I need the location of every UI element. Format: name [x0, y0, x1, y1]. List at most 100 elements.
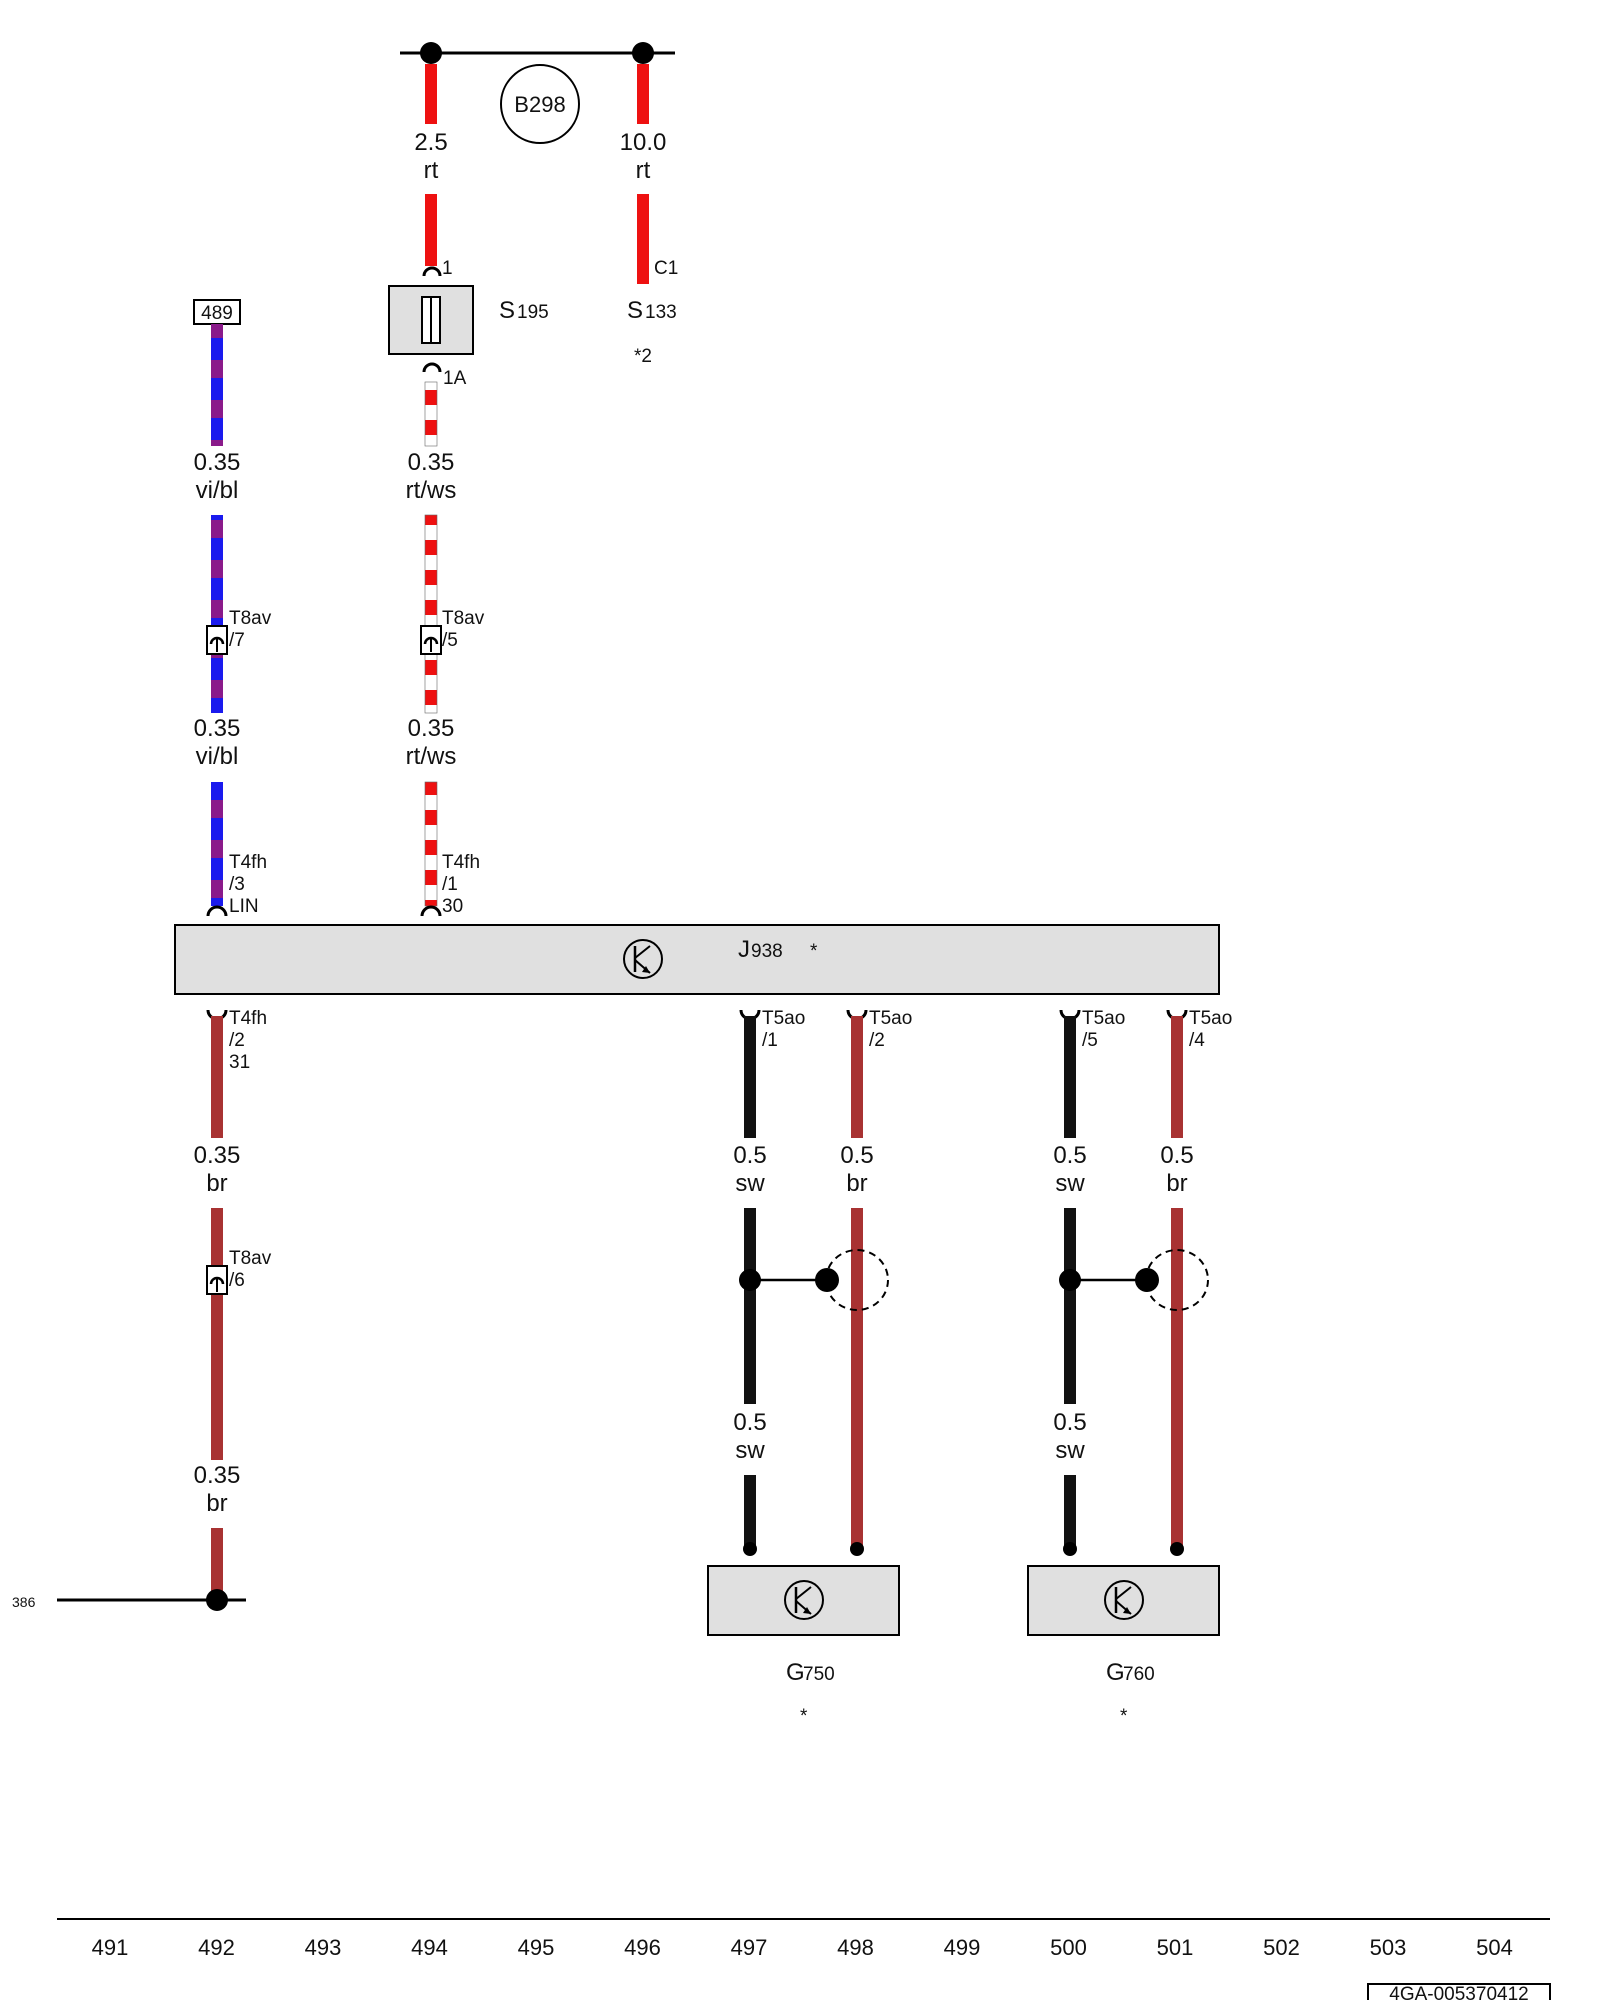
- wire-size: 2.5: [414, 129, 447, 156]
- wire-size: 0.5: [1053, 1142, 1086, 1169]
- wire-size: 0.5: [840, 1142, 873, 1169]
- fuse-s133-number: 133: [645, 302, 677, 323]
- wire-rt-2.5: 2.5 rt: [414, 64, 448, 266]
- ruler-number: 496: [624, 1935, 661, 1960]
- pin-label: T4fh: [229, 852, 267, 873]
- wire-rtws-0.35-b: 0.35 rt/ws: [406, 715, 457, 907]
- connector-t5ao-1: T5ao /1: [739, 1008, 805, 1051]
- wire-br-0.35-a: 0.35 br: [194, 1016, 241, 1460]
- electronic-symbol-icon: [623, 939, 663, 979]
- ruler-number: 497: [731, 1935, 768, 1960]
- ruler-number: 494: [411, 1935, 448, 1960]
- wire-size: 0.5: [733, 1142, 766, 1169]
- wire-size: 0.35: [194, 1462, 241, 1489]
- ruler-number: 493: [305, 1935, 342, 1960]
- pin-label: 1: [442, 258, 453, 279]
- g760-note: *: [1120, 1706, 1128, 1727]
- ruler-number: 499: [944, 1935, 981, 1960]
- wire-br-0.5-g760: 0.5 br: [1160, 1016, 1194, 1556]
- j938-note: *: [810, 941, 818, 962]
- wire-rtws-0.35-a: 0.35 rt/ws: [406, 381, 457, 714]
- electronic-symbol-icon: [1104, 1580, 1144, 1620]
- fuse-s195: 1 1A S 195: [388, 258, 549, 389]
- wire-color: rt: [424, 157, 439, 184]
- wire-color: sw: [1055, 1437, 1085, 1464]
- pin-label: LIN: [229, 896, 259, 917]
- pin-label: /3: [229, 874, 245, 895]
- shield-g760: [1059, 1249, 1209, 1311]
- sensor-g760: G 760 *: [1027, 1565, 1220, 1727]
- wire-size: 0.5: [1053, 1409, 1086, 1436]
- pin-label: T8av: [442, 608, 485, 629]
- pin-label: T8av: [229, 1248, 272, 1269]
- wire-br-0.5-g750: 0.5 br: [840, 1016, 874, 1556]
- pin-label: /2: [229, 1030, 245, 1051]
- connector-t8av-7: T8av /7: [206, 608, 272, 655]
- pin-label: T4fh: [442, 852, 480, 873]
- ref-489: 489: [193, 299, 241, 325]
- pin-label: 1A: [443, 368, 467, 389]
- pin-label: /6: [229, 1270, 245, 1291]
- wire-size: 10.0: [620, 129, 667, 156]
- connector-t4fh-1: T4fh /1 30: [420, 852, 480, 917]
- document-id-label: 4GA-005370412: [1389, 1984, 1528, 2000]
- pin-label: 31: [229, 1052, 250, 1073]
- j938-letter: J: [738, 936, 750, 963]
- document-id: 4GA-005370412: [1367, 1983, 1551, 2000]
- ruler-number: 498: [837, 1935, 874, 1960]
- b298-terminal: [500, 64, 580, 144]
- shield-g750: [739, 1249, 889, 1311]
- pin-label: /5: [442, 630, 458, 651]
- ground-386: 386: [12, 1589, 246, 1611]
- wire-sw-0.5-g750: 0.5 sw 0.5 sw: [733, 1016, 767, 1556]
- ruler-number: 501: [1157, 1935, 1194, 1960]
- wire-color: rt/ws: [406, 743, 457, 770]
- control-unit-j938: J 938 *: [174, 924, 1220, 995]
- ground-386-label: 386: [12, 1594, 36, 1610]
- wire-color: vi/bl: [196, 743, 239, 770]
- fuse-s133-letter: S: [627, 297, 643, 324]
- connector-t8av-6: T8av /6: [206, 1248, 272, 1295]
- pin-label: T5ao: [1189, 1008, 1232, 1029]
- fuse-s195-letter: S: [499, 297, 515, 324]
- wire-size: 0.35: [194, 449, 241, 476]
- pin-label: T5ao: [869, 1008, 912, 1029]
- wire-color: sw: [735, 1437, 765, 1464]
- ruler-number: 491: [92, 1935, 129, 1960]
- wire-color: rt: [636, 157, 651, 184]
- connector-t8av-5: T8av /5: [420, 608, 485, 655]
- j938-number: 938: [751, 941, 783, 962]
- wire-color: rt/ws: [406, 477, 457, 504]
- g750-number: 750: [803, 1664, 835, 1685]
- wire-rt-10.0: 10.0 rt: [620, 64, 667, 284]
- ruler-number: 492: [198, 1935, 235, 1960]
- b298-label: B298: [514, 92, 565, 117]
- electronic-symbol-icon: [784, 1580, 824, 1620]
- wire-size: 0.35: [194, 715, 241, 742]
- pin-label: 30: [442, 896, 463, 917]
- wire-color: br: [206, 1490, 227, 1517]
- pin-label: C1: [654, 258, 678, 279]
- b298-bus: B298: [400, 42, 675, 144]
- pin-label: /7: [229, 630, 245, 651]
- connector-t5ao-2: T5ao /2: [846, 1008, 912, 1051]
- pin-label: /4: [1189, 1030, 1205, 1051]
- wire-vibl-0.35-a: 0.35 vi/bl: [194, 324, 241, 713]
- fuse-s133: C1 S 133 *2: [627, 258, 678, 367]
- wire-size: 0.5: [733, 1409, 766, 1436]
- wire-sw-0.5-g760: 0.5 sw 0.5 sw: [1053, 1016, 1087, 1556]
- wire-size: 0.35: [194, 1142, 241, 1169]
- wire-size: 0.35: [408, 715, 455, 742]
- wire-color: br: [206, 1170, 227, 1197]
- ref-489-label: 489: [201, 303, 233, 324]
- pin-label: T5ao: [762, 1008, 805, 1029]
- wire-color: vi/bl: [196, 477, 239, 504]
- g760-number: 760: [1123, 1664, 1155, 1685]
- wire-color: sw: [735, 1170, 765, 1197]
- g750-letter: G: [786, 1659, 805, 1686]
- connector-t5ao-4: T5ao /4: [1166, 1008, 1232, 1051]
- pin-label: /5: [1082, 1030, 1098, 1051]
- ruler-number: 500: [1050, 1935, 1087, 1960]
